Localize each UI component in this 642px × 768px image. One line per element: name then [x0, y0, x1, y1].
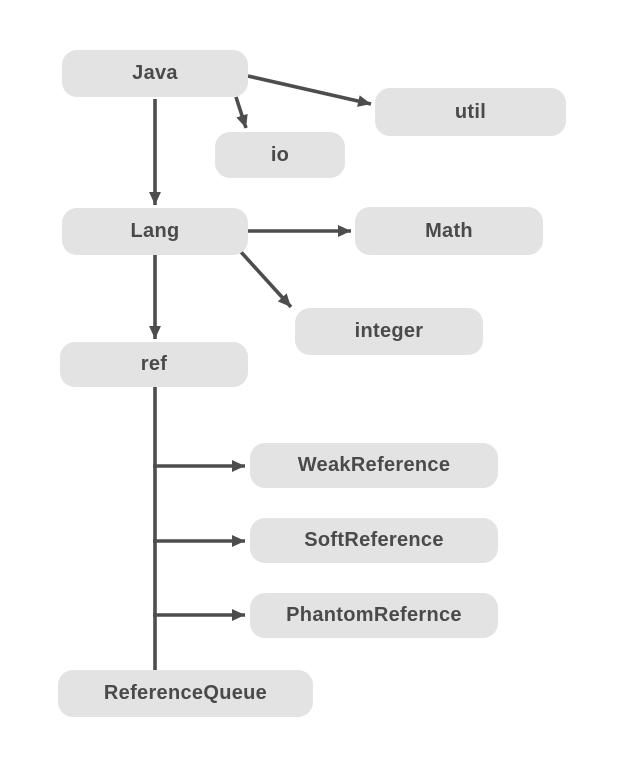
edge-lang-integer	[239, 250, 293, 309]
node-math: Math	[355, 207, 543, 255]
node-io: io	[215, 132, 345, 178]
node-util: util	[375, 88, 566, 136]
edge-java-io	[234, 96, 248, 129]
node-weak-reference-label: WeakReference	[297, 454, 451, 476]
node-soft-reference: SoftReference	[250, 518, 498, 563]
node-integer-label: integer	[354, 320, 424, 342]
node-soft-reference-label: SoftReference	[304, 529, 444, 551]
node-phantom-refernce: PhantomRefernce	[250, 593, 498, 638]
node-lang: Lang	[62, 208, 248, 255]
node-reference-queue: ReferenceQueue	[58, 670, 313, 717]
node-java-label: Java	[132, 62, 178, 84]
node-integer: integer	[295, 308, 483, 355]
node-ref: ref	[60, 342, 248, 387]
node-util-label: util	[454, 100, 487, 123]
node-weak-reference: WeakReference	[250, 443, 498, 488]
node-lang-label: Lang	[130, 220, 180, 242]
node-phantom-refernce-label: PhantomRefernce	[286, 604, 462, 626]
node-reference-queue-label: ReferenceQueue	[103, 682, 268, 704]
node-math-label: Math	[425, 219, 473, 242]
node-java: Java	[62, 50, 248, 97]
edge-java-util	[247, 74, 372, 107]
node-ref-label: ref	[140, 353, 168, 375]
node-io-label: io	[270, 143, 290, 166]
